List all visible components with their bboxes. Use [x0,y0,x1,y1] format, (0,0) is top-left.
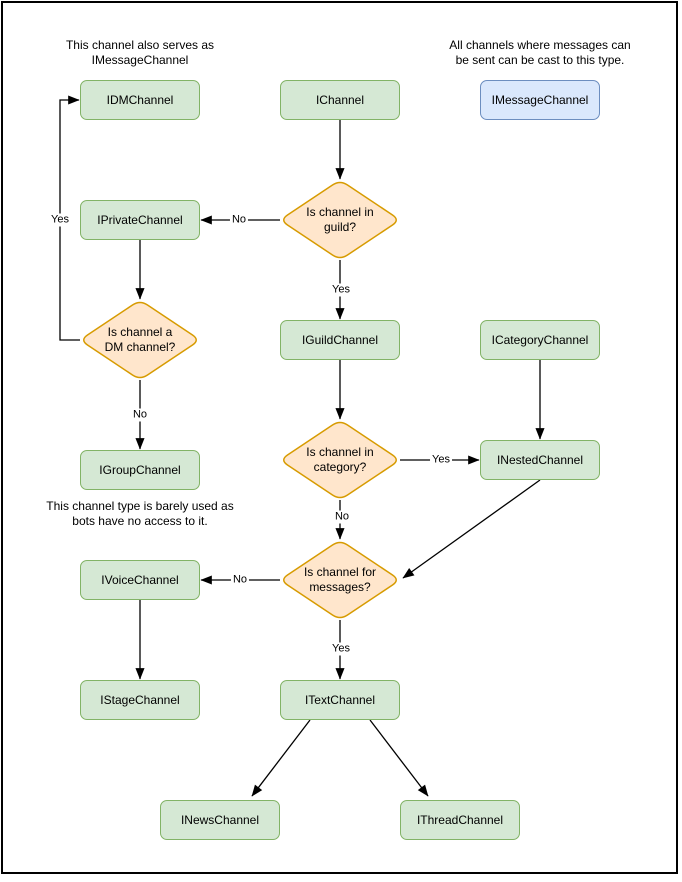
edge-label-messages-yes: Yes [330,642,352,656]
decision-label-line: category? [313,460,367,474]
note-line: This channel type is barely used as [46,499,234,513]
node-itextchannel: ITextChannel [280,680,400,720]
note-line: be sent can be cast to this type. [455,53,625,67]
node-ichannel: IChannel [280,80,400,120]
note-line: bots have no access to it. [72,514,208,528]
edge-label-messages-no: No [230,573,250,587]
node-istagechannel: IStageChannel [80,680,200,720]
decision-label: Is channel in guild? [279,179,401,261]
diamond-shape [283,181,397,259]
decision-is-channel-in-category: Is channel in category? [279,419,401,501]
decision-label: Is channel for messages? [279,539,401,621]
node-igroupchannel: IGroupChannel [80,450,200,490]
edge-label-guild-yes: Yes [330,283,352,297]
decision-label: Is channel in category? [279,419,401,501]
decision-label-line: Is channel in [306,445,374,459]
node-iprivatechannel: IPrivateChannel [80,200,200,240]
decision-label-line: Is channel in [306,205,374,219]
edge-label-guild-no: No [229,213,249,227]
node-inewschannel: INewsChannel [160,800,280,840]
decision-label: Is channel a DM channel? [79,299,201,381]
decision-label-line: guild? [323,220,357,234]
node-inestedchannel: INestedChannel [480,440,600,480]
edge-label-dm-no: No [130,408,150,422]
decision-is-channel-a-dm: Is channel a DM channel? [79,299,201,381]
decision-label-line: messages? [309,580,371,594]
note-message-channel: All channels where messages can be sent … [420,38,660,68]
note-group-channel: This channel type is barely used as bots… [10,499,270,529]
note-line: IMessageChannel [91,53,189,67]
diamond-shape [283,421,397,499]
decision-is-channel-for-messages: Is channel for messages? [279,539,401,621]
node-ithreadchannel: IThreadChannel [400,800,520,840]
node-imessagechannel: IMessageChannel [480,80,600,120]
decision-label-line: Is channel a [107,325,173,339]
note-dm-channel: This channel also serves as IMessageChan… [20,38,260,68]
note-line: All channels where messages can [449,38,631,52]
diamond-shape [283,541,397,619]
decision-is-channel-in-guild: Is channel in guild? [279,179,401,261]
note-line: This channel also serves as [65,38,215,52]
edge-label-dm-yes: Yes [49,213,71,227]
node-ivoicechannel: IVoiceChannel [80,560,200,600]
decision-label-line: Is channel for [303,565,377,579]
edge-label-category-yes: Yes [430,453,452,467]
node-idmchannel: IDMChannel [80,80,200,120]
diamond-shape [83,301,197,379]
node-iguildchannel: IGuildChannel [280,320,400,360]
node-icategorychannel: ICategoryChannel [480,320,600,360]
edge-label-category-no: No [332,510,352,524]
decision-label-line: DM channel? [104,340,176,354]
